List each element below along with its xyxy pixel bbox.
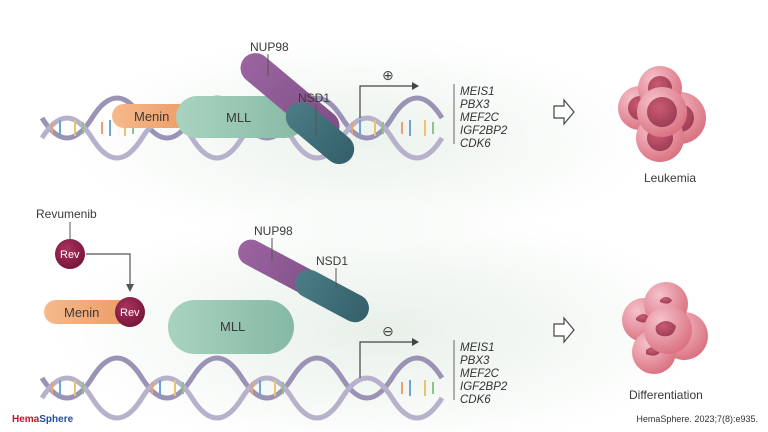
menin-label-top: Menin [134,109,169,124]
outline-arrow-icon-bottom [553,316,575,344]
gene-top-2: MEF2C [460,112,500,124]
activation-sign: ⊕ [382,68,394,84]
rev-label-free: Rev [60,249,80,261]
differentiation-label: Differentiation [629,388,703,402]
gene-top-0: MEIS1 [460,86,495,98]
hemasphere-logo: HemaSphere [12,414,73,425]
mll-label-top: MLL [226,110,251,125]
binding-arrowhead [126,284,134,292]
menin-protein-bottom: Menin [44,300,130,324]
promoter-arrow-top [359,82,419,118]
revumenib-bound: Rev [115,297,145,327]
nsd1-label-top: NSD1 [298,91,330,105]
gene-top-4: CDK6 [460,138,491,150]
dna-helix-bottom [39,355,445,421]
gene-bottom-0: MEIS1 [460,342,495,354]
binding-arrow [86,253,131,286]
nsd1-label-bottom: NSD1 [316,254,348,268]
gene-bottom-2: MEF2C [460,368,500,380]
gene-bottom-4: CDK6 [460,394,491,406]
outline-arrow-icon-top [553,98,575,126]
nup98-label-bottom: NUP98 [254,224,293,238]
mll-protein-bottom: MLL [168,300,294,354]
gene-top-1: PBX3 [460,99,490,111]
mll-label-bottom: MLL [220,319,245,334]
gene-top-3: IGF2BP2 [460,125,508,137]
differentiated-cells-icon [622,282,708,374]
revumenib-label: Revumenib [36,207,97,221]
gene-bottom-1: PBX3 [460,355,490,367]
mll-protein-top: MLL [176,96,306,138]
nup98-label-top: NUP98 [250,40,289,54]
rev-label-bound: Rev [120,307,140,319]
repression-sign: ⊖ [382,324,394,340]
nsd1-protein-bottom [295,269,369,323]
menin-protein-top: Menin [112,104,192,128]
promoter-arrow-bottom [359,338,419,378]
brand-part1: Hema [12,414,40,425]
revumenib-molecule: Rev [55,239,85,269]
menin-label-bottom: Menin [64,305,99,320]
brand-part2: Sphere [39,414,74,425]
leukemia-cells-icon [618,66,706,162]
citation: HemaSphere. 2023;7(8):e935. [636,414,758,424]
leukemia-label: Leukemia [644,171,696,185]
gene-bottom-3: IGF2BP2 [460,381,508,393]
nsd1-protein-top [285,101,355,165]
